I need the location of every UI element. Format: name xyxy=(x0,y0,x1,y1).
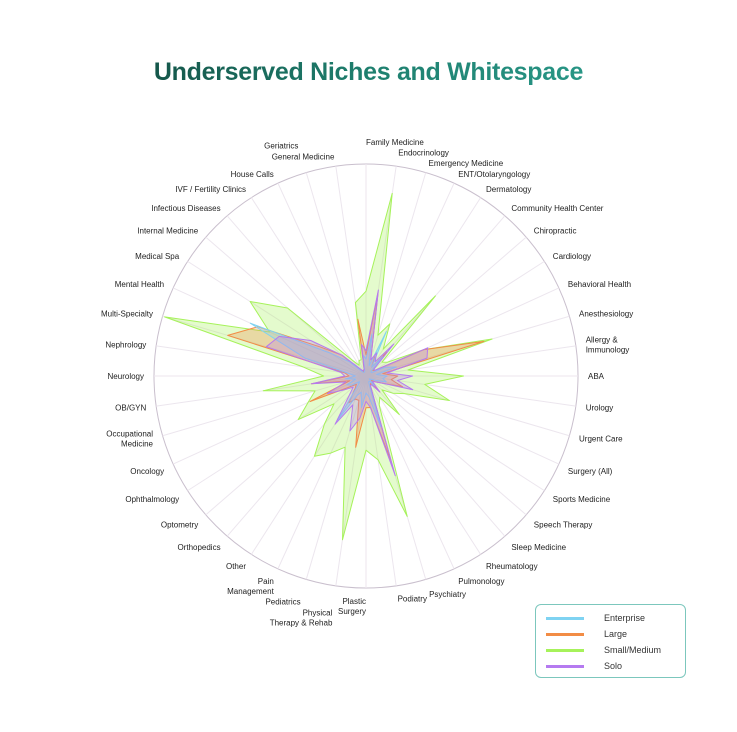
axis-label: Infectious Diseases xyxy=(151,204,220,213)
spoke xyxy=(365,375,455,570)
axis-label: Orthopedics xyxy=(177,543,220,552)
axis-label: Urgent Care xyxy=(579,435,623,444)
series-solo[interactable] xyxy=(265,289,429,477)
axis-label: IVF / Fertility Clinics xyxy=(175,185,246,194)
spoke xyxy=(277,375,367,570)
axis-label: Podiatry xyxy=(398,595,427,604)
spoke xyxy=(365,260,545,377)
spoke xyxy=(172,375,367,465)
spoke xyxy=(187,260,367,377)
legend-swatch xyxy=(546,664,584,668)
axis-label: Surgery (All) xyxy=(568,467,613,476)
legend-swatch xyxy=(546,616,584,620)
radar-series xyxy=(164,192,493,541)
axis-label: Dermatology xyxy=(486,185,531,194)
axis-label: Medical Spa xyxy=(135,252,180,261)
legend-item-small-medium[interactable]: Small/Medium xyxy=(546,643,661,657)
axis-label: Endocrinology xyxy=(398,148,449,157)
spoke xyxy=(365,345,576,377)
spoke xyxy=(250,197,367,377)
axis-label: Oncology xyxy=(130,467,164,476)
spoke xyxy=(156,345,367,377)
spoke xyxy=(226,215,367,377)
legend-item-solo[interactable]: Solo xyxy=(546,659,622,673)
axis-label: Behavioral Health xyxy=(568,280,631,289)
axis-label: Mental Health xyxy=(115,280,164,289)
spoke xyxy=(365,375,527,516)
spoke xyxy=(205,375,367,516)
spoke xyxy=(365,172,427,377)
legend-swatch xyxy=(546,648,584,652)
spoke xyxy=(205,236,367,377)
axis-label: OB/GYN xyxy=(115,404,146,413)
spoke xyxy=(335,375,367,586)
axis-label: Sleep Medicine xyxy=(511,543,566,552)
spoke xyxy=(365,287,560,377)
spoke xyxy=(365,375,545,492)
axis-label: Family Medicine xyxy=(366,138,424,147)
axis-label: House Calls xyxy=(231,170,274,179)
axis-label: Optometry xyxy=(161,520,198,529)
axis-label: Chiropractic xyxy=(534,227,577,236)
spoke xyxy=(365,197,482,377)
axis-label: Neurology xyxy=(108,372,144,381)
legend-item-large[interactable]: Large xyxy=(546,627,627,641)
spoke xyxy=(365,236,527,377)
spoke xyxy=(250,375,367,555)
axis-label: Speech Therapy xyxy=(534,520,593,529)
axis-label: General Medicine xyxy=(272,152,335,161)
axis-label: Cardiology xyxy=(553,252,591,261)
axis-label: Ophthalmology xyxy=(125,495,179,504)
legend: Enterprise Large Small/Medium Solo xyxy=(535,604,686,678)
axis-label: Multi-Specialty xyxy=(101,310,153,319)
axis-label: Nephrology xyxy=(105,340,146,349)
spoke xyxy=(162,375,367,437)
axis-label: Rheumatology xyxy=(486,562,538,571)
axis-label: Geriatrics xyxy=(264,142,298,151)
axis-label: Community Health Center xyxy=(511,204,603,213)
axis-labels: ABA Allergy &Immunology Anesthesiology Beha… xyxy=(101,138,633,628)
spoke xyxy=(277,182,367,377)
axis-label: Pulmonology xyxy=(458,577,504,586)
spoke xyxy=(187,375,367,492)
spoke xyxy=(365,375,482,555)
axis-label: Urology xyxy=(586,404,614,413)
spoke xyxy=(305,172,367,377)
axis-label: Other xyxy=(226,562,246,571)
spoke xyxy=(365,375,397,586)
spoke xyxy=(365,375,576,407)
spoke xyxy=(226,375,367,537)
axis-label: Anesthesiology xyxy=(579,310,633,319)
axis-label: Allergy &Immunology xyxy=(586,335,630,354)
radar-grid xyxy=(153,163,579,589)
spoke xyxy=(305,375,367,580)
spoke xyxy=(156,375,367,407)
axis-label: Sports Medicine xyxy=(553,495,611,504)
spoke xyxy=(162,315,367,377)
axis-label: ENT/Otolaryngology xyxy=(458,170,530,179)
legend-item-enterprise[interactable]: Enterprise xyxy=(546,611,645,625)
axis-label: Pediatrics xyxy=(265,598,300,607)
axis-label: Internal Medicine xyxy=(137,227,198,236)
axis-label: Emergency Medicine xyxy=(429,159,504,168)
spoke xyxy=(365,375,560,465)
spoke xyxy=(365,182,455,377)
axis-label: ABA xyxy=(588,372,605,381)
axis-label: Psychiatry xyxy=(429,590,466,599)
spoke xyxy=(365,375,506,537)
legend-swatch xyxy=(546,632,584,636)
